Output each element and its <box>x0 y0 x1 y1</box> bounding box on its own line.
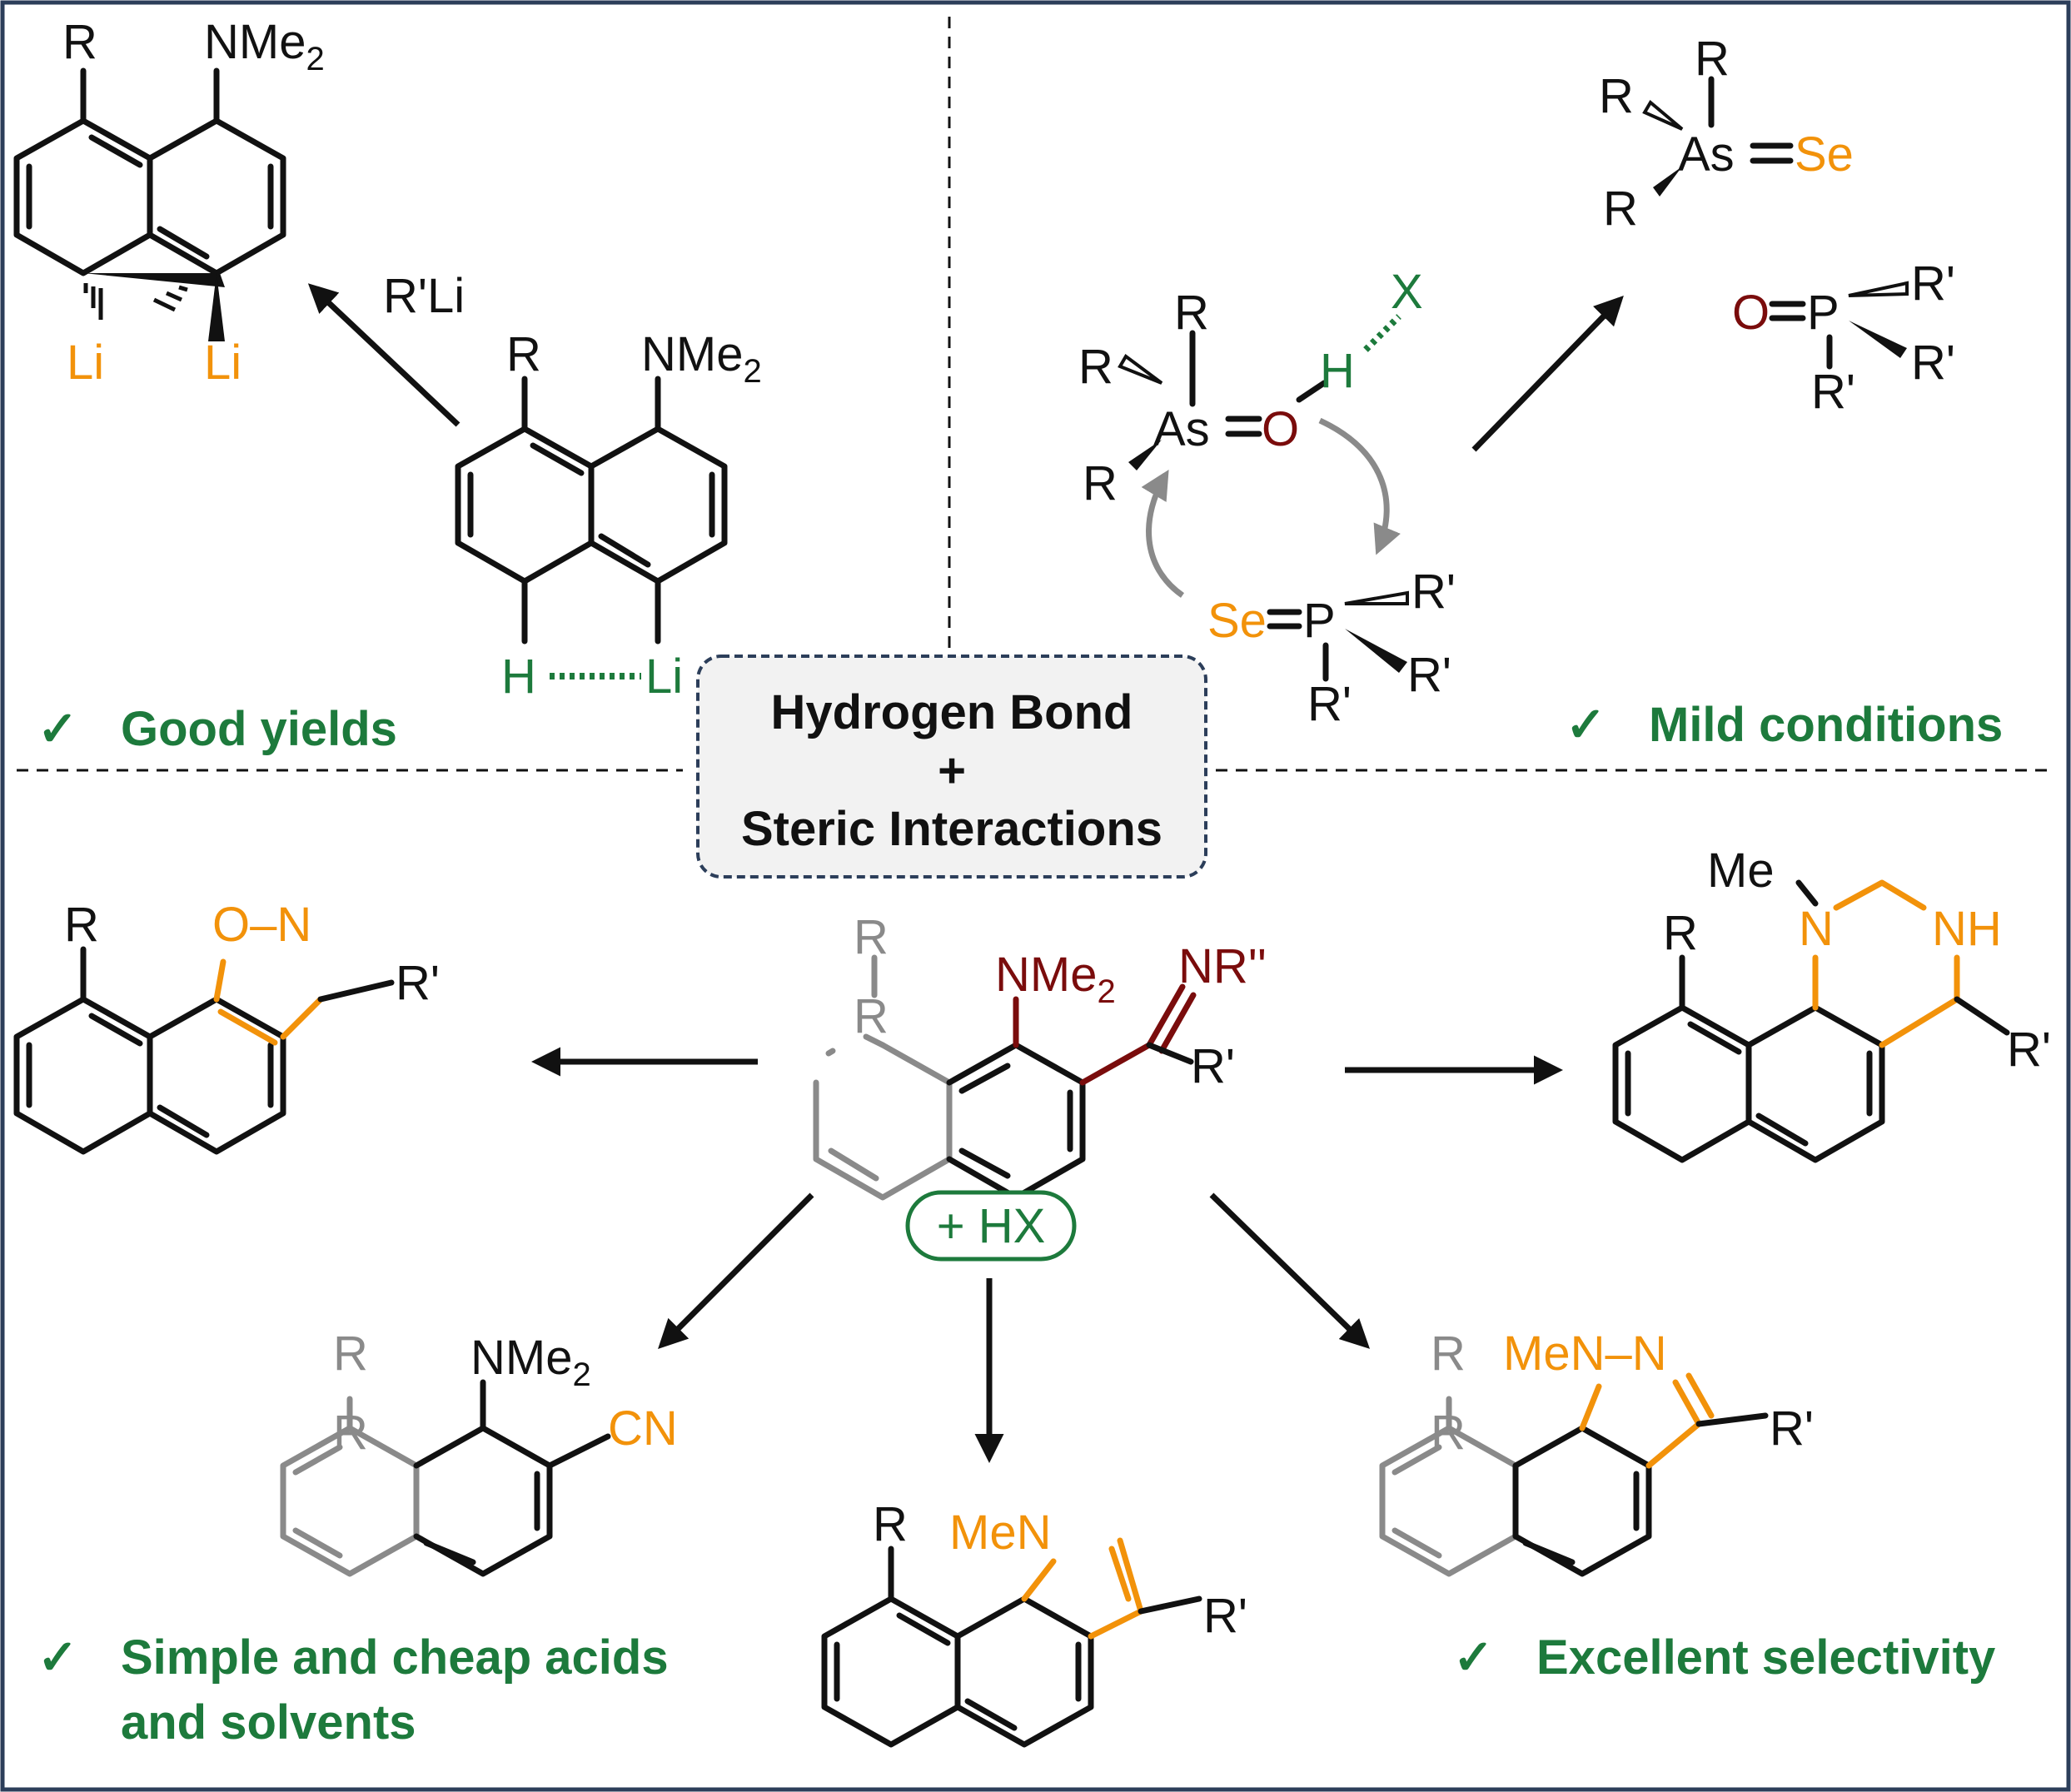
concept-hydrogen-bond: Hydrogen Bond <box>771 685 1133 739</box>
x-label: X <box>1391 265 1423 319</box>
h-label: H <box>1320 344 1355 398</box>
rp-label: R' <box>1911 256 1955 311</box>
nme2-label: NMe2 <box>995 948 1116 1010</box>
rli-arrow <box>307 283 460 427</box>
feature-cheap-acids-line1: Simple and cheap acids <box>121 1630 669 1685</box>
nme2-label: NMe2 <box>204 15 325 77</box>
men-label: MeN <box>949 1506 1051 1560</box>
benzindole-product: R MeN R' <box>821 1497 1247 1748</box>
phosphine-oxide-product: O P R' R' R' <box>1732 256 1955 419</box>
r-label: R <box>1174 286 1209 340</box>
r-label: R <box>62 15 97 69</box>
feature-cheap-acids-line2: and solvents <box>121 1695 416 1750</box>
arrow-to-indazole <box>1209 1192 1371 1349</box>
li-label: Li <box>645 650 683 704</box>
center-concept-box <box>696 655 1207 879</box>
o-label: O <box>1262 402 1299 456</box>
feature-good-yields: Good yields <box>121 702 397 756</box>
rp-label: R' <box>1811 365 1855 419</box>
indazole-product: R R MeN–N R' <box>1379 1327 1814 1577</box>
p-label: P <box>1807 286 1840 340</box>
feature-mild-conditions: Mild conditions <box>1649 698 2003 752</box>
r-label: R <box>333 1327 368 1381</box>
h-label: H <box>501 650 536 704</box>
li-label: Li <box>204 336 241 390</box>
r-ring-label: R <box>1431 1406 1466 1460</box>
r-label: R <box>854 910 889 964</box>
r-ring-label: R <box>333 1406 368 1460</box>
concept-plus: + <box>938 744 966 798</box>
nrpp-label: NR'' <box>1178 939 1267 993</box>
r-ring-label: R <box>854 989 889 1043</box>
r-label: R <box>1083 456 1118 510</box>
r-label: R <box>1078 340 1113 394</box>
feature-excellent-selectivity: Excellent selectivity <box>1536 1630 1995 1685</box>
dilithio-naphthalene-product: R NMe2 Li Li <box>13 15 325 390</box>
rp-label: R' <box>1203 1589 1247 1643</box>
se-label: Se <box>1795 127 1854 182</box>
hx-reagent: + HX <box>937 1199 1046 1253</box>
r-label: R <box>1603 182 1638 236</box>
on-label: O–N <box>212 898 311 952</box>
r-label: R <box>1599 69 1634 123</box>
li-label: Li <box>67 336 104 390</box>
rp-label: R' <box>2007 1023 2051 1077</box>
nitrile-product: R R NMe2 CN <box>280 1327 678 1577</box>
p-label: P <box>1303 594 1336 648</box>
nh-label: NH <box>1932 902 2002 956</box>
rp-label: R' <box>1770 1401 1814 1456</box>
n-label: N <box>1799 902 1834 956</box>
rp-label: R' <box>1411 565 1456 619</box>
hx-reagent-pill <box>905 1190 1077 1262</box>
r-label: R <box>64 898 99 952</box>
arsine-selenide-product: As Se R R R <box>1599 32 1854 236</box>
men-n-label: MeN–N <box>1503 1327 1667 1381</box>
check-icon: ✓ <box>1566 698 1606 752</box>
se-label: Se <box>1207 594 1267 648</box>
naphthisoxazole-product: R O–N R' <box>13 898 440 1155</box>
rp-label: R' <box>1307 677 1352 731</box>
lithio-naphthalene: R NMe2 H Li <box>455 327 762 704</box>
check-icon: ✓ <box>37 702 78 756</box>
r-label: R <box>506 327 541 381</box>
rp-label: R' <box>1911 336 1955 390</box>
central-substrate: R R NMe2 NR'' R' <box>813 910 1267 1201</box>
arsine-to-products-arrow <box>1471 295 1624 452</box>
dihydroquinazoline-product: R Me N NH R' <box>1612 844 2051 1163</box>
r-label: R <box>1663 906 1698 960</box>
rp-label: R' <box>396 956 440 1010</box>
r-label: R <box>1695 32 1730 86</box>
me-label: Me <box>1707 844 1775 898</box>
cn-label: CN <box>608 1401 678 1456</box>
rp-label: R' <box>1407 648 1451 702</box>
as-label: As <box>1678 127 1735 182</box>
as-label: As <box>1153 402 1210 456</box>
rp-label: R' <box>1191 1039 1235 1093</box>
arsine-oxide-cycle: As O R R R H X Se P R' R' R' <box>1078 265 1456 731</box>
o-label: O <box>1732 286 1770 340</box>
check-icon: ✓ <box>1453 1630 1494 1685</box>
rli-reagent: R'Li <box>383 269 465 323</box>
arrow-to-nitrile <box>658 1192 814 1349</box>
nme2-label: NMe2 <box>470 1331 591 1393</box>
nme2-label: NMe2 <box>641 327 762 390</box>
concept-steric-interactions: Steric Interactions <box>741 802 1162 856</box>
check-icon: ✓ <box>37 1630 78 1685</box>
r-label: R <box>873 1497 908 1551</box>
r-label: R <box>1431 1327 1466 1381</box>
